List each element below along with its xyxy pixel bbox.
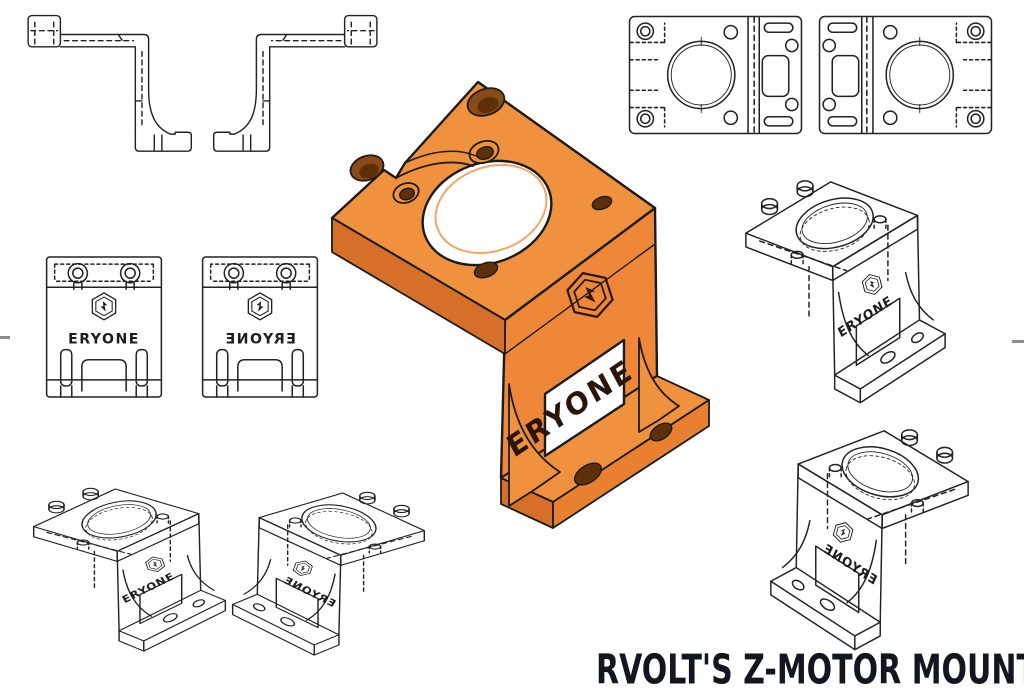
plate-hole [591,195,613,211]
view-iso-a [28,476,232,646]
view-front-a [44,250,164,399]
wall-notch [543,338,626,458]
gusset-left [508,383,561,507]
view-side-left [12,6,197,156]
crop-mark-left [0,336,10,339]
plate-hole [473,261,499,279]
view-top-b [818,14,993,136]
crop-mark-right [1012,340,1024,343]
base-slot [573,462,603,486]
title-text: RVOLT'S Z-MOTOR MOUNT [596,646,1024,694]
render-3d-part: ERYONE [322,58,722,563]
base-slot [649,422,673,442]
view-front-b [200,250,320,399]
gusset-right [638,337,680,433]
motor-bore [421,159,553,267]
view-iso-d [764,410,974,646]
view-iso-c [740,164,952,396]
